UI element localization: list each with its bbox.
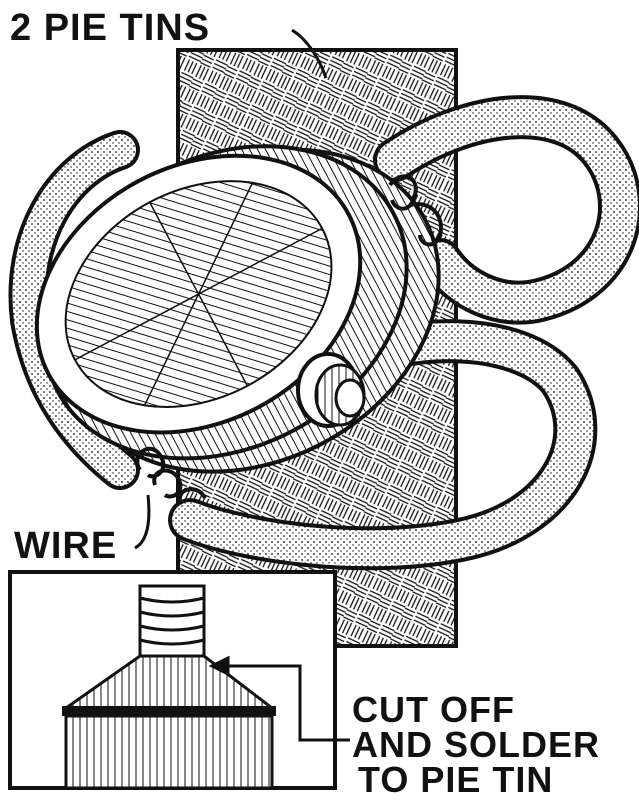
- wire-label: WIRE: [14, 525, 117, 567]
- pie-tins-label: 2 PIE TINS: [10, 7, 210, 49]
- wire-leader-line: [135, 495, 149, 548]
- cut-off-label-line3: TO PIE TIN: [358, 759, 553, 800]
